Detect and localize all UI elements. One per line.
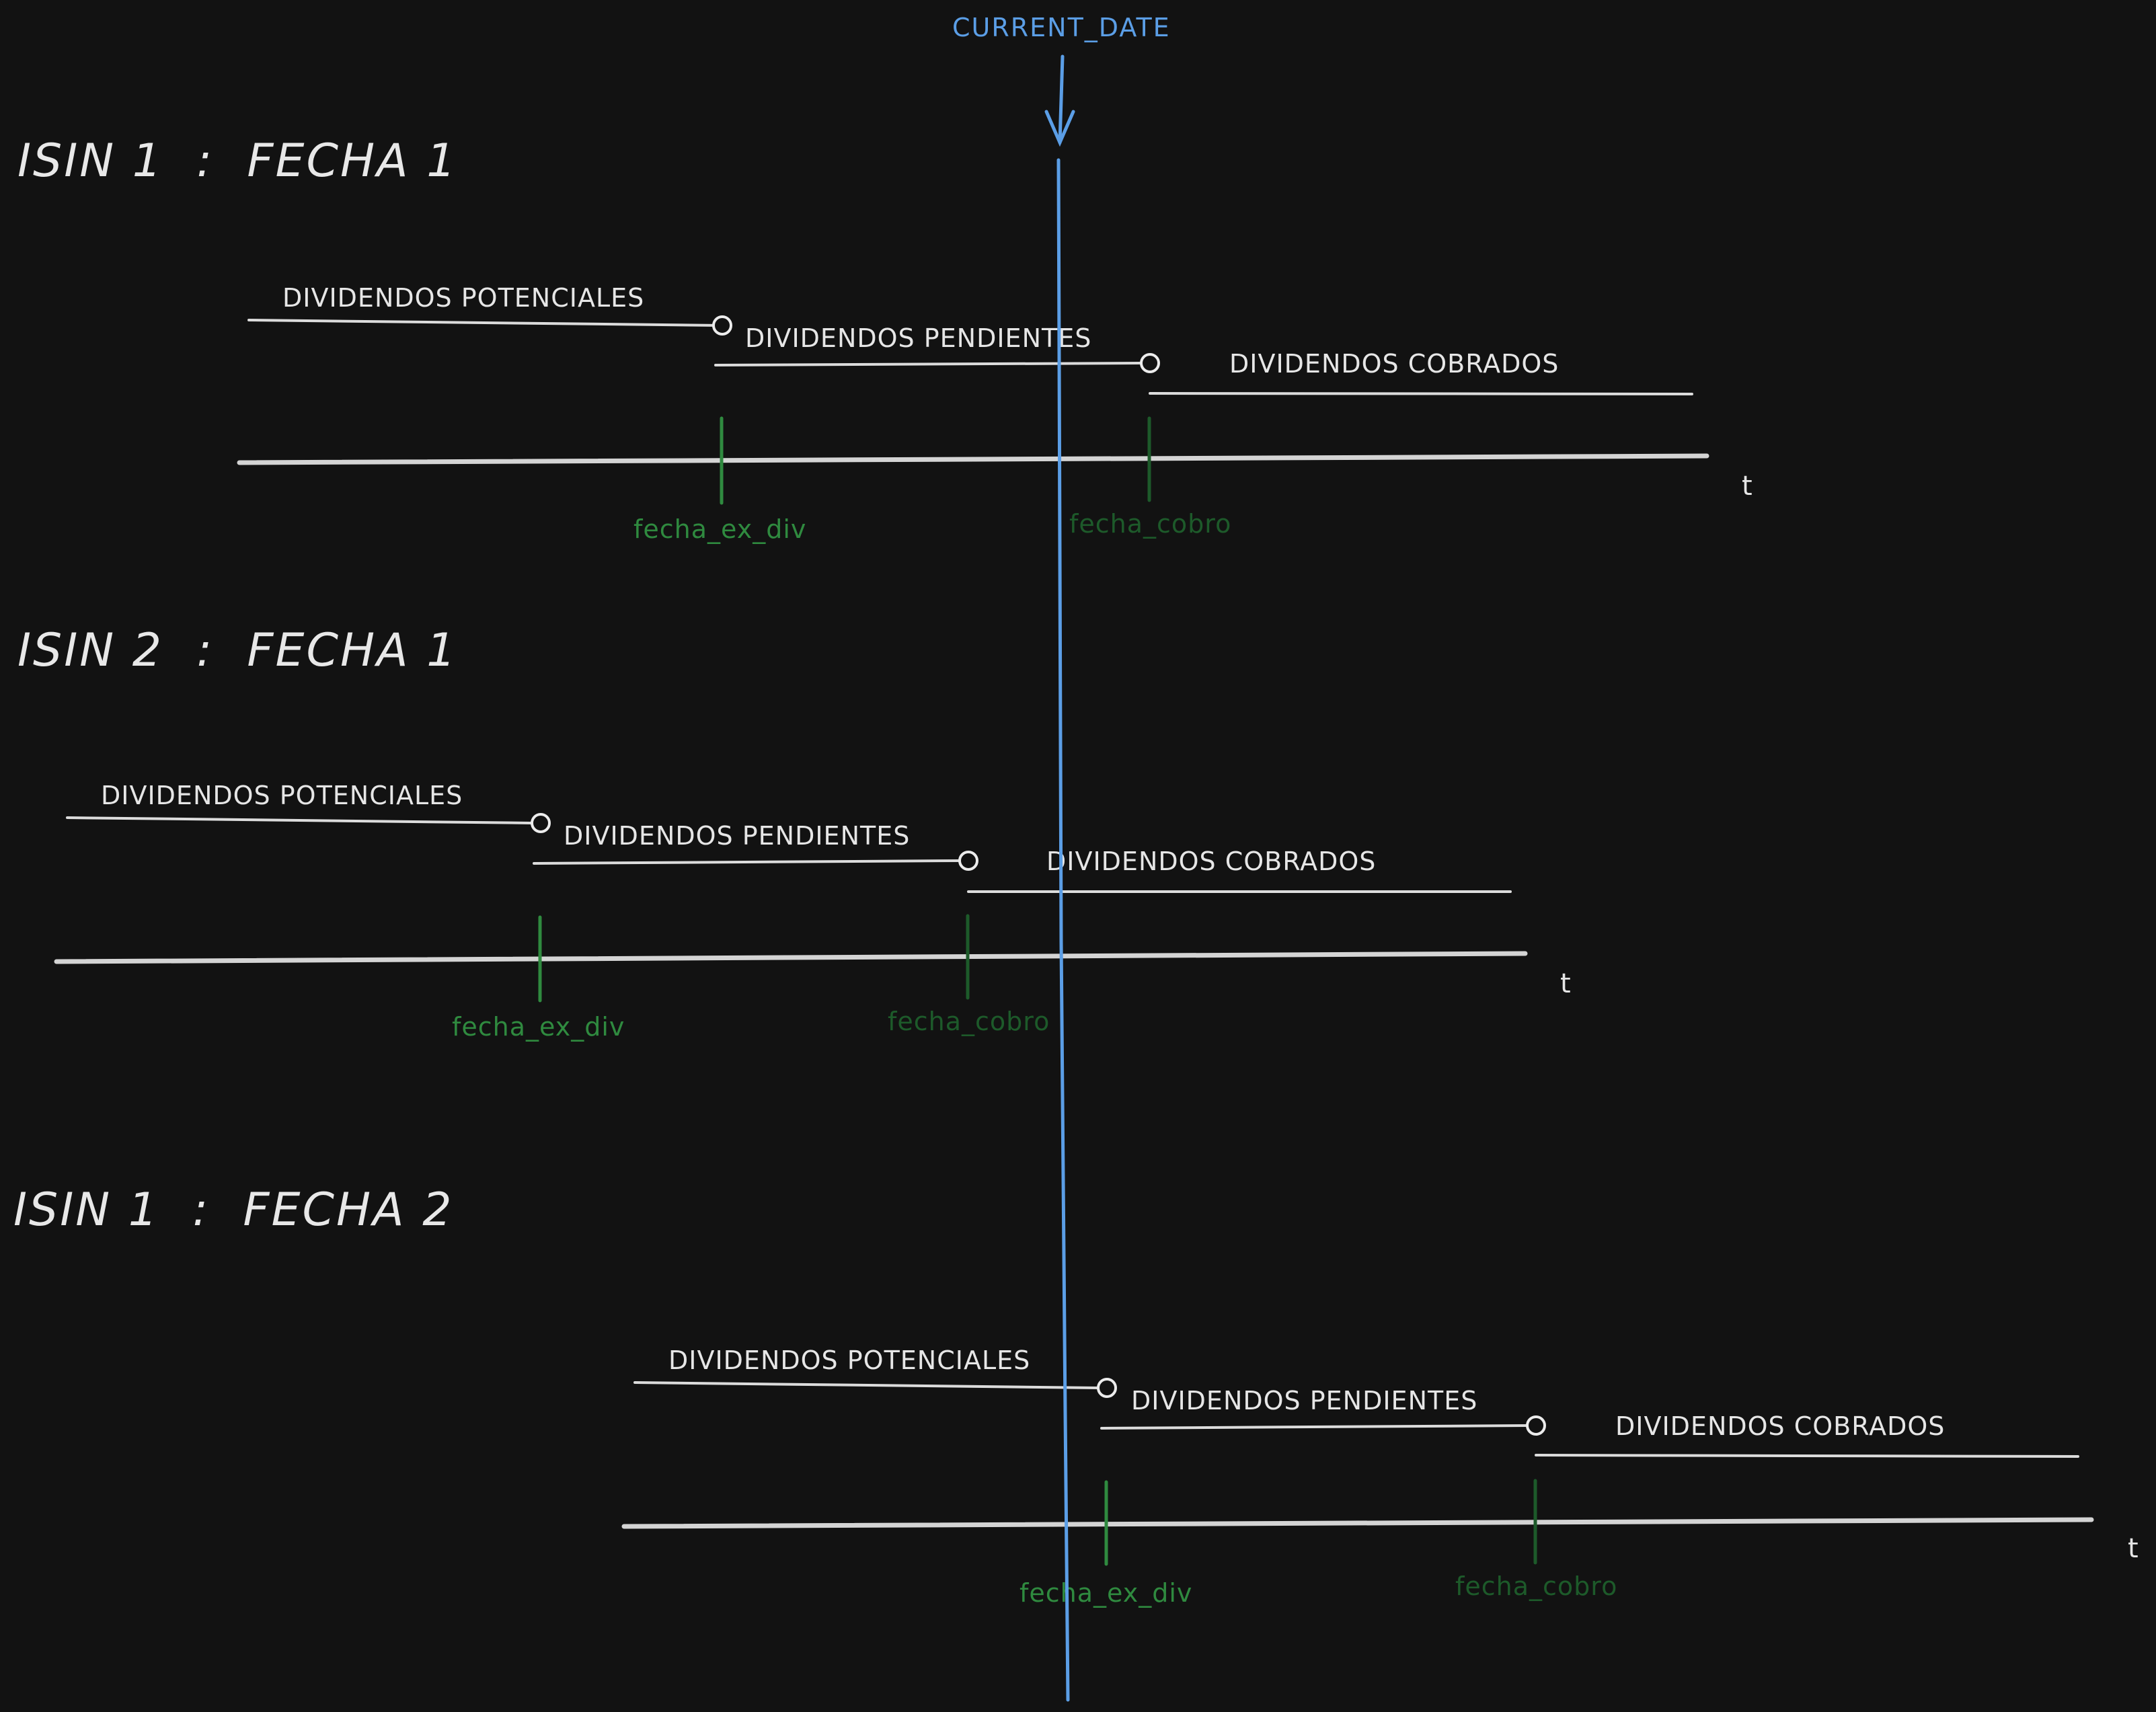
timeline-section-isin1-fecha2: ISIN 1 : FECHA 2 DIVIDENDOS POTENCIALES … [13,1183,2139,1608]
section-title: ISIN 1 : FECHA 2 [13,1183,453,1237]
cobro-node-circle [958,851,978,871]
ex-div-node-circle [712,315,732,336]
timeline-section-isin1-fecha1: ISIN 1 : FECHA 1 DIVIDENDOS POTENCIALES … [17,134,1753,544]
ex-div-node-circle [1097,1378,1117,1398]
phase-label-potenciales: DIVIDENDOS POTENCIALES [101,781,463,810]
ex-div-date-label: fecha_ex_div [633,514,806,544]
phase-label-potenciales: DIVIDENDOS POTENCIALES [668,1346,1030,1375]
cobro-date-label: fecha_cobro [1069,509,1231,539]
phase-line-potenciales [247,319,722,327]
time-axis [54,951,1528,964]
phase-line-pendientes [714,362,1142,366]
phase-label-cobrados: DIVIDENDOS COBRADOS [1615,1411,1945,1441]
cobro-date-label: fecha_cobro [888,1007,1050,1036]
section-title: ISIN 2 : FECHA 1 [17,624,457,677]
time-axis-label: t [1742,471,1753,502]
phase-line-pendientes [533,859,960,865]
phase-label-pendientes: DIVIDENDOS PENDIENTES [1131,1386,1477,1415]
current-date-label: CURRENT_DATE [952,13,1171,42]
phase-line-potenciales [66,816,533,824]
current-date-line [1056,158,1070,1702]
phase-label-cobrados: DIVIDENDOS COBRADOS [1046,847,1376,876]
current-date-arrow-shaft [1058,54,1065,145]
phase-line-cobrados [1535,1454,2079,1458]
phase-label-pendientes: DIVIDENDOS PENDIENTES [564,821,910,851]
cobro-node-circle [1140,353,1160,373]
time-axis-label: t [1560,968,1571,999]
phase-line-potenciales [633,1381,1099,1389]
current-date-arrow-icon [1044,110,1075,147]
timeline-section-isin2-fecha1: ISIN 2 : FECHA 1 DIVIDENDOS POTENCIALES … [17,624,1571,1042]
cobro-date-label: fecha_cobro [1455,1571,1617,1601]
time-axis [237,453,1709,465]
phase-label-pendientes: DIVIDENDOS PENDIENTES [745,323,1091,353]
phase-line-pendientes [1100,1424,1528,1430]
ex-div-date-label: fecha_ex_div [452,1012,625,1042]
time-axis-label: t [2128,1533,2139,1564]
ex-div-date-label: fecha_ex_div [1019,1578,1192,1608]
phase-line-cobrados [1149,392,1693,395]
ex-div-node-circle [531,813,551,833]
cobro-node-circle [1526,1415,1546,1436]
phase-label-potenciales: DIVIDENDOS POTENCIALES [282,283,644,313]
phase-label-cobrados: DIVIDENDOS COBRADOS [1229,349,1559,379]
time-axis [621,1517,2094,1529]
section-title: ISIN 1 : FECHA 1 [17,134,457,188]
current-date-marker: CURRENT_DATE [952,13,1171,1702]
